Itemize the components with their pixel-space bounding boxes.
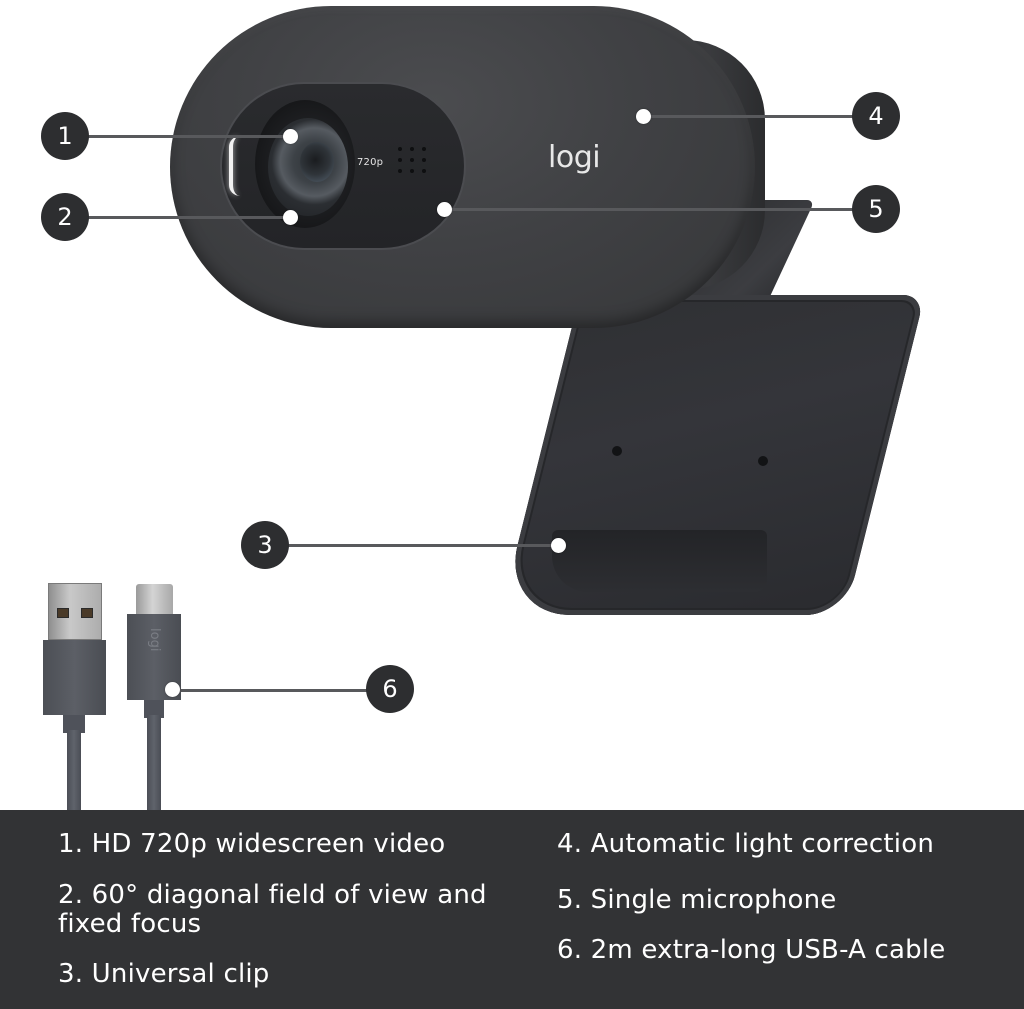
callout-dot-1 — [283, 129, 298, 144]
mic-hole — [410, 169, 414, 173]
usb-a-slot — [81, 608, 93, 618]
clip-screw-hole — [758, 456, 768, 466]
microphone-grille — [398, 147, 428, 181]
callout-badge-2: 2 — [41, 193, 89, 241]
mic-hole — [398, 169, 402, 173]
cable-logo: logi — [147, 628, 162, 652]
callout-dot-2 — [283, 210, 298, 225]
feature-item-3: 3. Universal clip — [58, 959, 270, 989]
mic-hole — [422, 158, 426, 162]
feature-item-6: 6. 2m extra-long USB-A cable — [557, 935, 946, 965]
clip-screw-hole — [612, 446, 622, 456]
mic-hole — [410, 147, 414, 151]
usb-a-connector — [48, 583, 102, 640]
usb-c-connector — [136, 584, 173, 614]
feature-item-5: 5. Single microphone — [557, 885, 837, 915]
feature-item-2-line-2: fixed focus — [58, 909, 202, 939]
mic-hole — [422, 169, 426, 173]
callout-badge-3: 3 — [241, 521, 289, 569]
callout-line-6 — [178, 689, 368, 692]
brand-logo: logi — [548, 140, 601, 175]
callout-dot-3 — [551, 538, 566, 553]
mic-hole — [398, 158, 402, 162]
usb-a-strain-relief — [63, 715, 85, 733]
callout-dot-5 — [437, 202, 452, 217]
callout-badge-6: 6 — [366, 665, 414, 713]
callout-line-3 — [288, 544, 558, 547]
callout-line-5 — [450, 208, 856, 211]
usb-a-housing — [43, 640, 106, 715]
usb-a-cable — [67, 730, 81, 810]
callout-badge-1: 1 — [41, 112, 89, 160]
usb-c-strain-relief — [144, 700, 164, 718]
usb-c-cable — [147, 715, 161, 810]
mic-hole — [398, 147, 402, 151]
callout-badge-5: 5 — [852, 185, 900, 233]
callout-line-1 — [88, 135, 292, 138]
mic-hole — [422, 147, 426, 151]
callout-dot-4 — [636, 109, 651, 124]
feature-item-4: 4. Automatic light correction — [557, 829, 935, 859]
callout-dot-6 — [165, 682, 180, 697]
feature-item-1: 1. HD 720p widescreen video — [58, 829, 446, 859]
usb-a-slot — [57, 608, 69, 618]
clip-rubber-pad — [552, 530, 767, 592]
product-image: 720p logi logi 1 2 3 4 5 6 — [41, 6, 925, 810]
light-indicator — [229, 136, 240, 196]
callout-badge-4: 4 — [852, 92, 900, 140]
resolution-label: 720p — [357, 157, 384, 168]
mic-hole — [410, 158, 414, 162]
lens-glass — [300, 142, 334, 182]
callout-line-4 — [650, 115, 856, 118]
callout-line-2 — [88, 216, 292, 219]
feature-list-panel: 1. HD 720p widescreen video 2. 60° diago… — [0, 810, 1024, 1009]
feature-item-2-line-1: 2. 60° diagonal field of view and — [58, 880, 487, 910]
